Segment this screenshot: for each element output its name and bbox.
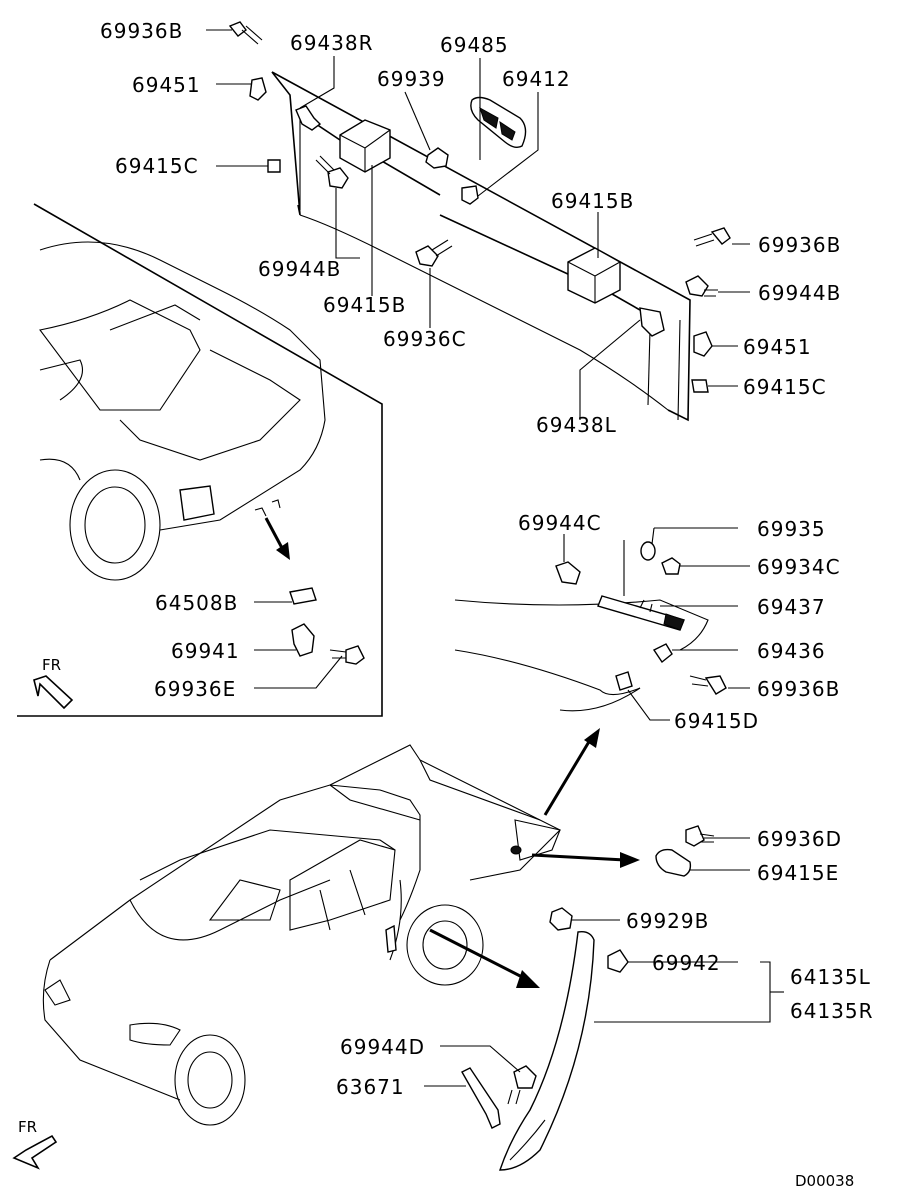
- label-69944D: 69944D: [340, 1035, 425, 1059]
- bracket-69438R: [295, 105, 322, 131]
- label-69929B: 69929B: [626, 909, 709, 933]
- label-69451-right: 69451: [743, 335, 812, 359]
- bolt-69936B-right: [693, 227, 731, 247]
- label-69415B-left: 69415B: [323, 293, 406, 317]
- label-69939: 69939: [377, 67, 446, 91]
- label-69415C-left: 69415C: [115, 154, 199, 178]
- label-69944B-right: 69944B: [758, 281, 841, 305]
- clip-69929B: [549, 907, 573, 931]
- nut-69934C: [661, 557, 681, 575]
- label-69944C: 69944C: [518, 511, 602, 535]
- clip-69451-right: [693, 331, 713, 357]
- bolt-69936B-lower: [704, 675, 727, 695]
- tailgate-stay-assembly: [454, 541, 727, 712]
- label-69485: 69485: [440, 33, 509, 57]
- clip-69451-left: [249, 77, 267, 101]
- label-69934C: 69934C: [757, 555, 841, 579]
- label-69415B-right: 69415B: [551, 189, 634, 213]
- label-69437: 69437: [757, 595, 826, 619]
- label-69936B-top: 69936B: [100, 19, 183, 43]
- bolt-69936B-top: [228, 21, 263, 45]
- bolt-69936D: [685, 825, 705, 847]
- ball-stud-69436: [652, 643, 673, 664]
- pad-64508B: [289, 587, 317, 605]
- bolt-69944C: [555, 561, 581, 585]
- label-69944B-left: 69944B: [258, 257, 341, 281]
- label-69412: 69412: [502, 67, 571, 91]
- label-69451-left: 69451: [132, 73, 201, 97]
- handle-69485: [470, 96, 527, 149]
- label-69936B-right: 69936B: [758, 233, 841, 257]
- clip-69415C-left: [267, 159, 281, 173]
- label-69935: 69935: [757, 517, 826, 541]
- label-69415D: 69415D: [674, 709, 759, 733]
- washer-69935: [640, 541, 656, 561]
- lock-box-left: [339, 119, 391, 173]
- label-64508B: 64508B: [155, 591, 238, 615]
- diagram-code: D00038: [795, 1172, 854, 1187]
- label-69942: 69942: [652, 951, 721, 975]
- bolt-69944B-right: [685, 275, 718, 297]
- tail-lamp: [179, 485, 215, 521]
- fr-label-upper: FR: [42, 656, 61, 674]
- truck-rear-inset: [17, 203, 383, 717]
- label-69936C: 69936C: [383, 327, 467, 351]
- nut-69939: [425, 147, 449, 169]
- label-69436: 69436: [757, 639, 826, 663]
- clip-69412: [461, 185, 479, 205]
- bracket-69438L: [639, 307, 665, 337]
- clip-69941: [291, 623, 315, 657]
- tailgate-inner-assembly: [228, 21, 731, 422]
- moulding-64135: [499, 930, 595, 1171]
- plate-69415E: [655, 848, 692, 877]
- label-69936B-lower: 69936B: [757, 677, 840, 701]
- label-63671: 63671: [336, 1075, 405, 1099]
- fr-arrow-upper: [33, 675, 74, 710]
- bolt-69936C: [415, 239, 453, 267]
- label-69415E: 69415E: [757, 861, 839, 885]
- callout-labels: 69936B 69438R 69485 69451 69939 69412 69…: [18, 19, 874, 1187]
- leader-lines: [206, 29, 784, 1087]
- bolt-69944B-left: [315, 155, 349, 189]
- clip-69415C-right: [691, 379, 709, 393]
- label-69941: 69941: [171, 639, 240, 663]
- label-69438L: 69438L: [536, 413, 617, 437]
- fr-arrow-lower: [12, 1134, 58, 1170]
- bracket-63671: [461, 1067, 501, 1129]
- clip-69415D: [615, 671, 633, 691]
- fr-label-lower: FR: [18, 1118, 37, 1136]
- label-64135L: 64135L: [790, 965, 871, 989]
- label-69936E: 69936E: [154, 677, 236, 701]
- truck-full-view: [12, 728, 715, 1171]
- label-69438R: 69438R: [290, 31, 374, 55]
- bolt-69936E: [345, 645, 365, 665]
- label-69415C-right: 69415C: [743, 375, 827, 399]
- label-69936D: 69936D: [757, 827, 842, 851]
- clip-69942: [607, 949, 629, 973]
- label-64135R: 64135R: [790, 999, 874, 1023]
